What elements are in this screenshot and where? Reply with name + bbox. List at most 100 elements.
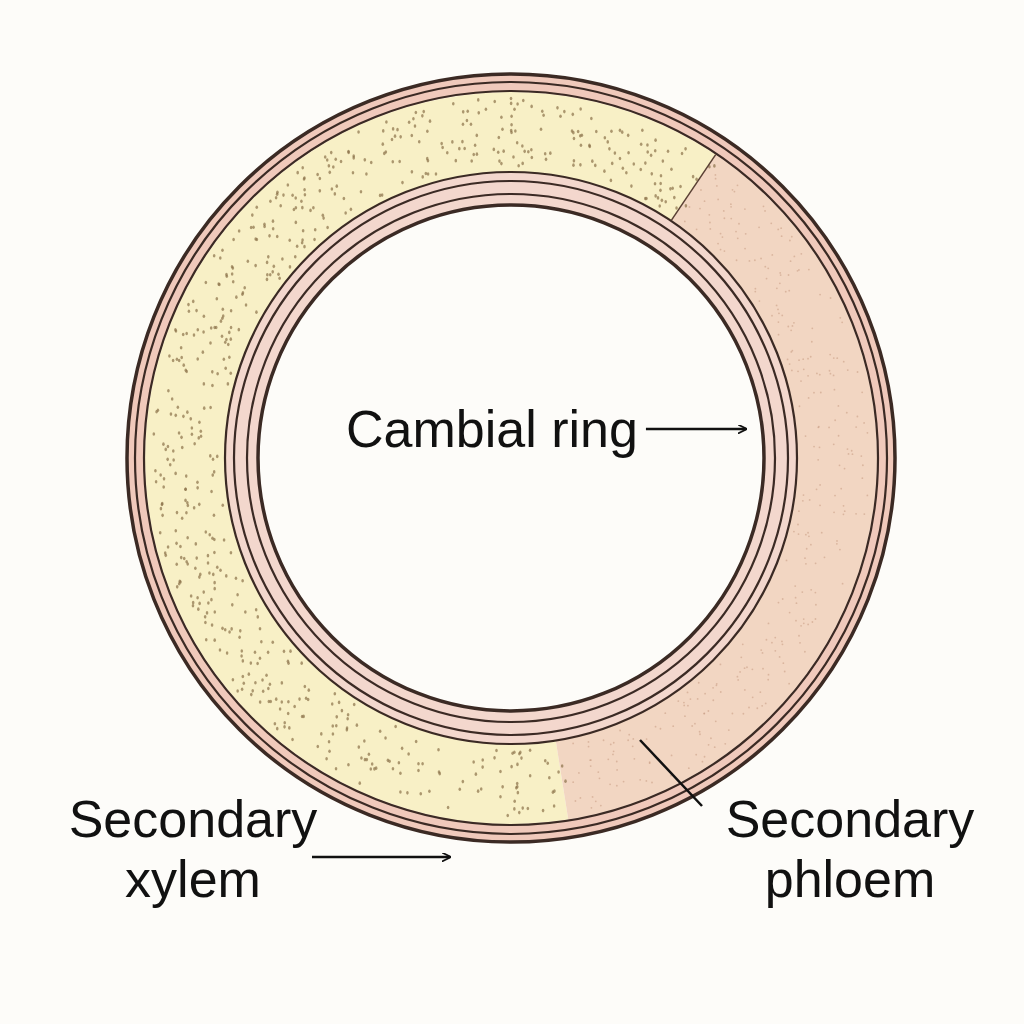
cell-dot <box>531 156 534 160</box>
cell-dot <box>272 227 275 231</box>
cell-dot <box>836 357 838 359</box>
cell-dot <box>303 176 306 180</box>
cell-dot <box>207 561 210 565</box>
cell-dot <box>814 592 816 594</box>
cell-dot <box>581 134 584 138</box>
cell-dot <box>213 581 216 585</box>
cell-dot <box>851 450 853 452</box>
label-arrow <box>646 428 746 431</box>
tissue-label: Secondary phloem <box>700 790 1000 910</box>
cell-dot <box>703 713 705 715</box>
cell-dot <box>659 189 662 193</box>
cell-dot <box>216 372 219 376</box>
cell-dot <box>657 196 660 200</box>
cell-dot <box>475 772 478 776</box>
cell-dot <box>172 458 175 462</box>
cell-dot <box>699 731 701 733</box>
cell-dot <box>163 477 166 481</box>
cell-dot <box>572 781 574 783</box>
cell-dot <box>326 226 329 230</box>
cell-dot <box>459 787 462 791</box>
cell-dot <box>786 560 788 562</box>
cell-dot <box>732 189 734 191</box>
cell-dot <box>267 687 270 691</box>
cell-dot <box>176 357 179 361</box>
cell-dot <box>758 226 760 228</box>
cell-dot <box>202 590 205 594</box>
cell-dot <box>304 193 307 197</box>
cell-dot <box>331 702 334 706</box>
cell-dot <box>185 474 188 478</box>
cell-dot <box>256 615 259 619</box>
ring-outline <box>258 205 764 711</box>
cell-dot <box>501 128 504 132</box>
cell-dot <box>313 238 316 242</box>
cell-dot <box>235 295 238 299</box>
cell-dot <box>556 106 559 110</box>
cell-dot <box>294 196 297 200</box>
cell-dot <box>330 151 333 155</box>
cell-dot <box>818 426 820 428</box>
cell-dot <box>328 164 331 168</box>
cell-dot <box>808 397 810 399</box>
cell-dot <box>780 227 782 229</box>
cell-dot <box>269 273 272 277</box>
cell-dot <box>650 154 653 158</box>
cell-dot <box>228 355 231 359</box>
cell-dot <box>855 513 857 515</box>
cell-dot <box>833 357 835 359</box>
cell-dot <box>476 152 479 156</box>
cell-dot <box>230 326 233 330</box>
cell-dot <box>438 772 441 776</box>
cell-dot <box>198 602 201 606</box>
cell-dot <box>799 642 801 644</box>
cell-dot <box>619 157 622 161</box>
cell-dot <box>863 513 865 515</box>
cell-dot <box>527 150 530 154</box>
cell-dot <box>191 432 194 436</box>
cell-dot <box>794 585 796 587</box>
cell-dot <box>216 565 219 569</box>
cell-dot <box>228 331 231 335</box>
cell-dot <box>229 371 232 375</box>
cell-dot <box>499 770 502 774</box>
cell-dot <box>846 412 848 414</box>
cell-dot <box>302 229 305 233</box>
cell-dot <box>579 163 582 167</box>
cell-dot <box>542 809 545 813</box>
cell-dot <box>545 158 548 162</box>
cell-dot <box>254 650 257 654</box>
cell-dot <box>716 185 718 187</box>
cell-dot <box>506 814 509 818</box>
cell-dot <box>203 314 206 318</box>
cell-dot <box>164 448 167 452</box>
cell-dot <box>221 334 224 338</box>
cell-dot <box>279 707 282 711</box>
cell-dot <box>714 174 716 176</box>
cell-dot <box>720 249 722 251</box>
cell-dot <box>715 720 717 722</box>
cell-dot <box>660 728 662 730</box>
cell-dot <box>307 698 310 702</box>
cell-dot <box>717 243 719 245</box>
cell-dot <box>649 761 651 763</box>
cell-dot <box>418 140 421 144</box>
cell-dot <box>788 290 790 292</box>
cell-dot <box>766 639 768 641</box>
cell-dot <box>408 121 411 125</box>
cell-dot <box>723 217 725 219</box>
cell-dot <box>219 648 222 652</box>
cell-dot <box>211 370 214 374</box>
cell-dot <box>776 287 778 289</box>
cell-dot <box>816 373 818 375</box>
cell-dot <box>399 135 402 139</box>
cell-dot <box>194 566 197 570</box>
cell-dot <box>577 130 580 134</box>
cell-dot <box>500 162 503 166</box>
cell-dot <box>790 260 792 262</box>
cell-dot <box>239 629 242 633</box>
cell-dot <box>228 630 231 634</box>
cell-dot <box>259 656 262 660</box>
cell-dot <box>800 380 802 382</box>
cell-dot <box>838 435 840 437</box>
